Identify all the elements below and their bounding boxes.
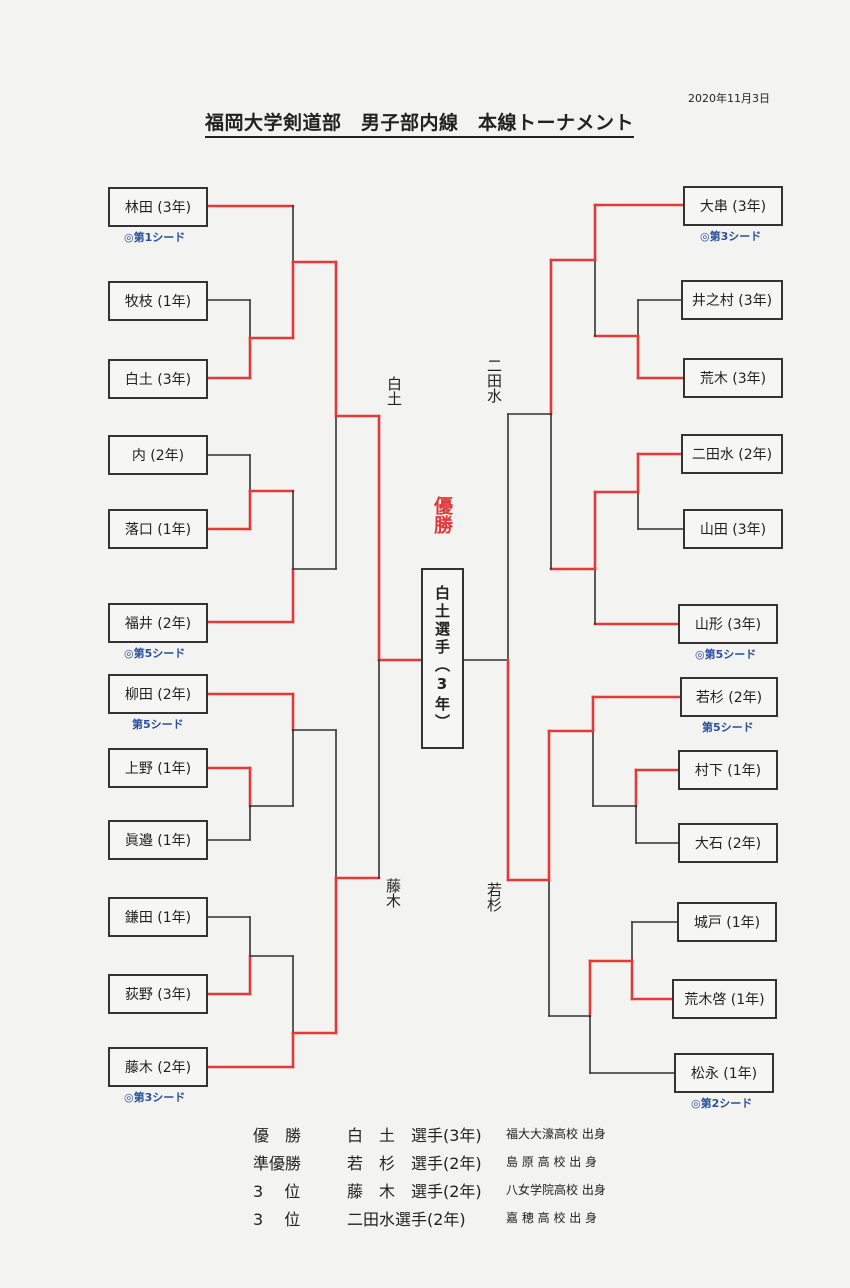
- seed-label-left-1: ◎第1シード: [124, 231, 186, 244]
- seed-label-right-12: ◎第2シード: [691, 1097, 753, 1110]
- result-name: 二田水選手(2年): [347, 1210, 466, 1229]
- player-name: 眞邉 (1年): [124, 833, 192, 849]
- player-box-right-4: 二田水 (2年): [681, 434, 783, 474]
- player-box-right-5: 山田 (3年): [683, 509, 783, 549]
- result-school: 八女学院高校 出身: [506, 1183, 606, 1197]
- seed-label-right-6: ◎第5シード: [695, 648, 757, 661]
- player-box-right-8: 村下 (1年): [678, 750, 778, 790]
- result-row: 3 位 二田水選手(2年) 嘉 穂 高 校 出 身: [253, 1206, 673, 1234]
- semifinalist-left-top: 白土: [385, 376, 403, 406]
- player-name: 福井 (2年): [124, 616, 192, 632]
- player-box-right-3: 荒木 (3年): [683, 358, 783, 398]
- player-box-left-12: 藤木 (2年): [108, 1047, 208, 1087]
- player-box-right-7: 若杉 (2年): [680, 677, 778, 717]
- player-box-left-6: 福井 (2年): [108, 603, 208, 643]
- player-box-right-10: 城戸 (1年): [677, 902, 777, 942]
- player-name: 二田水 (2年): [691, 447, 773, 463]
- page-title: 福岡大学剣道部 男子部内線 本線トーナメント: [205, 108, 635, 138]
- player-name: 牧枝 (1年): [124, 294, 192, 310]
- player-name: 藤木 (2年): [124, 1060, 192, 1076]
- result-school: 嘉 穂 高 校 出 身: [506, 1211, 598, 1225]
- result-name: 若 杉 選手(2年): [347, 1154, 482, 1173]
- semifinalist-right-top: 二田水: [485, 358, 503, 403]
- player-box-left-2: 牧枝 (1年): [108, 281, 208, 321]
- player-box-left-10: 鎌田 (1年): [108, 897, 208, 937]
- result-name: 藤 木 選手(2年): [347, 1182, 482, 1201]
- player-name: 白土 (3年): [124, 372, 192, 388]
- result-rank: 3 位: [253, 1210, 301, 1229]
- player-name: 井之村 (3年): [691, 293, 773, 309]
- champion-name: 白土選手（3年）: [433, 585, 451, 732]
- result-row: 3 位 藤 木 選手(2年) 八女学院高校 出身: [253, 1178, 673, 1206]
- player-box-left-8: 上野 (1年): [108, 748, 208, 788]
- player-name: 山形 (3年): [694, 617, 762, 633]
- seed-label-right-1: ◎第3シード: [700, 230, 762, 243]
- player-box-left-3: 白土 (3年): [108, 359, 208, 399]
- champion-box: 白土選手（3年）: [421, 568, 464, 749]
- result-row: 優 勝 白 土 選手(3年) 福大大濠高校 出身: [253, 1122, 673, 1150]
- player-name: 落口 (1年): [124, 522, 192, 538]
- player-box-left-5: 落口 (1年): [108, 509, 208, 549]
- player-name: 山田 (3年): [699, 522, 767, 538]
- date: 2020年11月3日: [688, 92, 770, 105]
- champion-heading: 優勝: [431, 496, 453, 534]
- player-box-left-1: 林田 (3年): [108, 187, 208, 227]
- player-name: 林田 (3年): [124, 200, 192, 216]
- seed-label-left-6: ◎第5シード: [124, 647, 186, 660]
- player-name: 大石 (2年): [694, 836, 762, 852]
- semifinalist-right-bottom: 若杉: [485, 882, 503, 912]
- result-rank: 優 勝: [253, 1126, 302, 1145]
- player-name: 松永 (1年): [690, 1066, 758, 1082]
- player-name: 若杉 (2年): [695, 690, 763, 706]
- player-name: 鎌田 (1年): [124, 910, 192, 926]
- result-rank: 準優勝: [253, 1154, 302, 1173]
- player-box-right-2: 井之村 (3年): [681, 280, 783, 320]
- result-school: 福大大濠高校 出身: [506, 1127, 606, 1141]
- player-name: 柳田 (2年): [124, 687, 192, 703]
- semifinalist-left-bottom: 藤木: [384, 878, 402, 908]
- player-box-right-9: 大石 (2年): [678, 823, 778, 863]
- player-box-right-6: 山形 (3年): [678, 604, 778, 644]
- player-name: 上野 (1年): [124, 761, 192, 777]
- player-name: 大串 (3年): [699, 199, 767, 215]
- player-box-left-9: 眞邉 (1年): [108, 820, 208, 860]
- player-name: 村下 (1年): [694, 763, 762, 779]
- player-box-left-7: 柳田 (2年): [108, 674, 208, 714]
- player-name: 内 (2年): [131, 448, 185, 464]
- result-name: 白 土 選手(3年): [347, 1126, 482, 1145]
- seed-label-left-7: 第5シード: [132, 718, 184, 731]
- results-list: 優 勝 白 土 選手(3年) 福大大濠高校 出身 準優勝 若 杉 選手(2年) 島 原 …: [253, 1122, 673, 1234]
- player-box-right-12: 松永 (1年): [674, 1053, 774, 1093]
- player-name: 荒木 (3年): [699, 371, 767, 387]
- result-row: 準優勝 若 杉 選手(2年) 島 原 高 校 出 身: [253, 1150, 673, 1178]
- seed-label-right-7: 第5シード: [702, 721, 754, 734]
- player-box-right-11: 荒木啓 (1年): [672, 979, 777, 1019]
- player-name: 荻野 (3年): [124, 987, 192, 1003]
- result-school: 島 原 高 校 出 身: [506, 1155, 598, 1169]
- seed-label-left-12: ◎第3シード: [124, 1091, 186, 1104]
- player-name: 城戸 (1年): [693, 915, 761, 931]
- player-box-left-11: 荻野 (3年): [108, 974, 208, 1014]
- player-box-right-1: 大串 (3年): [683, 186, 783, 226]
- player-name: 荒木啓 (1年): [684, 992, 765, 1008]
- player-box-left-4: 内 (2年): [108, 435, 208, 475]
- result-rank: 3 位: [253, 1182, 301, 1201]
